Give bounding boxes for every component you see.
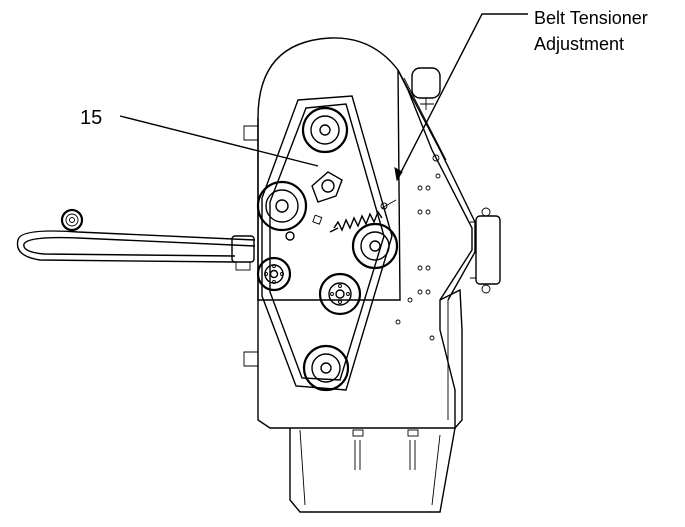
right-pulley	[351, 222, 399, 270]
belt-tensioner-label-line1: Belt Tensioner	[534, 8, 648, 28]
tension-spring	[329, 199, 397, 233]
top-idler-pulley	[301, 106, 349, 154]
callout-15-label: 15	[80, 107, 102, 129]
outer-belt-loop	[16, 208, 256, 271]
belt-tensioner-label-line2: Adjustment	[534, 34, 624, 54]
left-drive-pulley	[256, 180, 308, 232]
callout-belt-tensioner: Belt Tensioner Adjustment	[394, 8, 648, 182]
plate-bolts	[395, 154, 441, 341]
callout-15: 15	[80, 107, 319, 167]
left-spindle-pulley	[256, 256, 292, 292]
center-spindle-pulley	[318, 272, 362, 316]
bottom-idler-pulley	[302, 344, 350, 392]
idler-arm-bracket	[285, 171, 343, 241]
